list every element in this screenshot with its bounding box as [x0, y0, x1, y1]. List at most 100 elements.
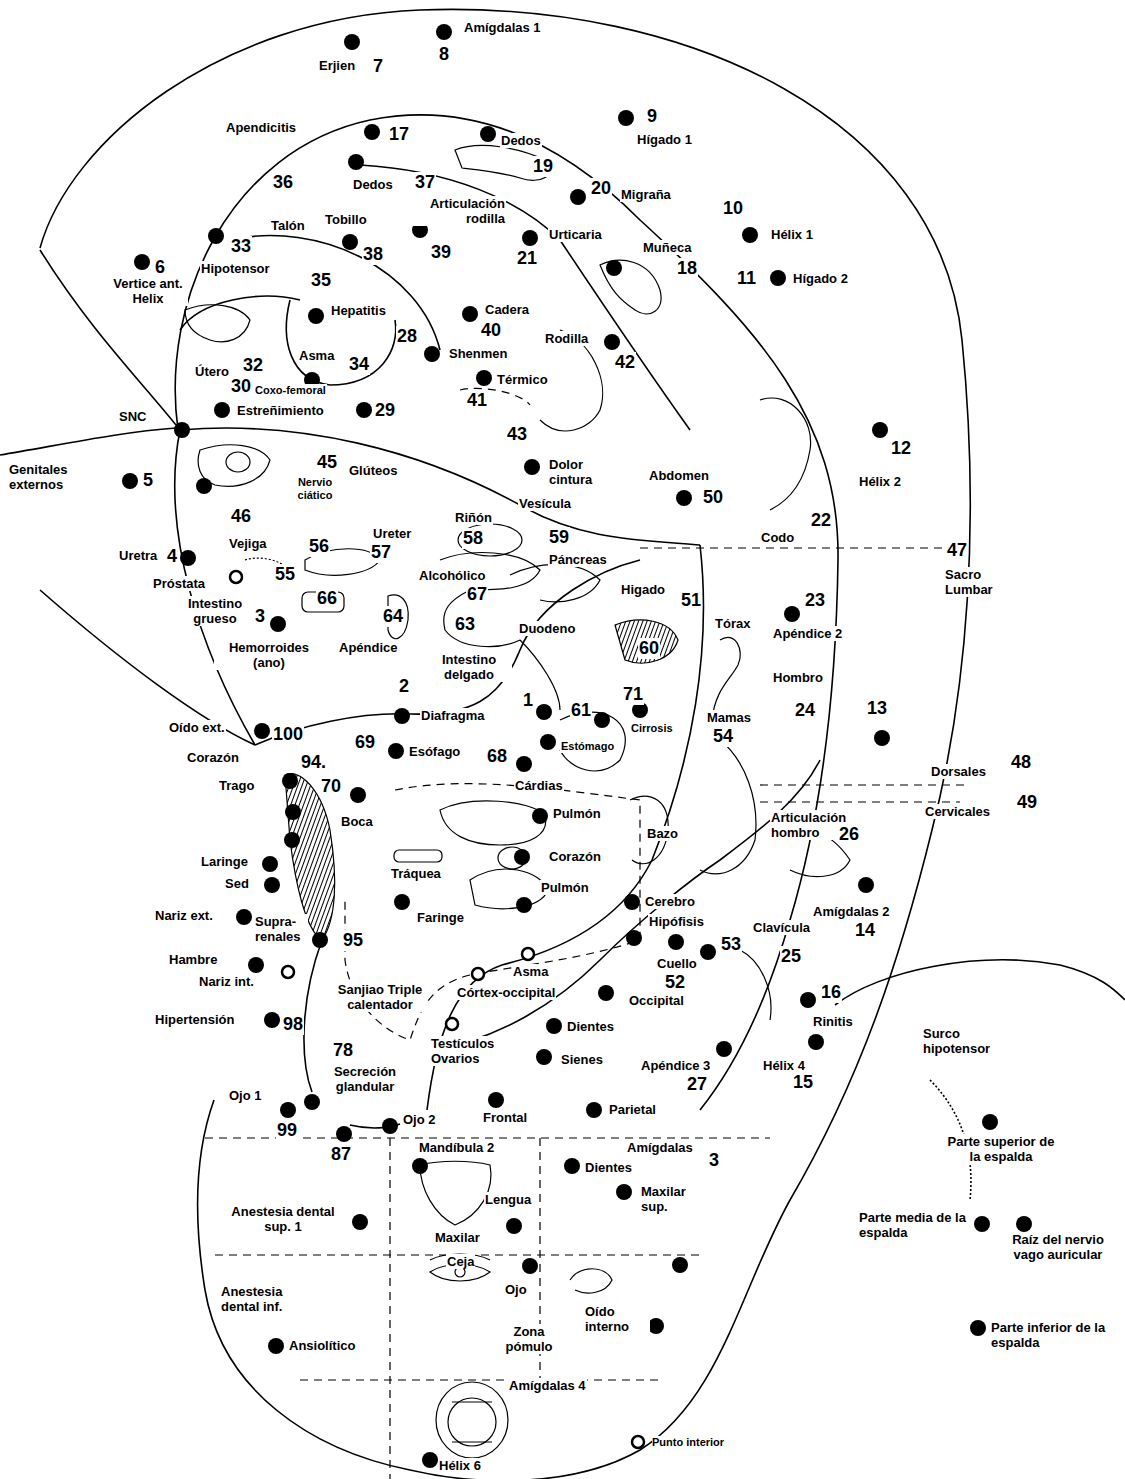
point-label: Hipotensor — [200, 261, 271, 276]
point-label: Muñeca — [642, 240, 692, 255]
circle-shape — [284, 832, 300, 848]
circle-shape — [676, 490, 692, 506]
point-label: Rodilla — [544, 331, 589, 346]
circle-shape — [770, 270, 786, 286]
point-label: Vejiga — [228, 536, 268, 551]
point-label: Secreción glandular — [322, 1064, 408, 1094]
point-label: SNC — [118, 409, 147, 424]
path-shape — [175, 115, 838, 1110]
callout-number: 10 — [722, 198, 744, 219]
point-label: Ansiolítico — [288, 1338, 356, 1353]
circle-shape — [604, 334, 620, 350]
point-label: Útero — [194, 364, 230, 379]
callout-number: 47 — [946, 540, 968, 561]
callout-number: 71 — [622, 684, 644, 705]
circle-shape — [570, 189, 586, 205]
point-label: Urticaria — [548, 227, 603, 242]
point-label: Dientes — [584, 1160, 633, 1175]
path-shape — [440, 801, 546, 845]
circle-shape — [280, 1102, 296, 1118]
point-label: Apéndice — [338, 640, 399, 655]
path-shape — [360, 165, 690, 430]
path-shape — [304, 940, 322, 1092]
path-shape — [520, 640, 560, 710]
callout-number: 53 — [720, 934, 742, 955]
point-label: Asma — [512, 964, 549, 979]
point-label: Occipital — [628, 993, 685, 1008]
circle-shape — [800, 992, 816, 1008]
callout-number: 42 — [614, 352, 636, 373]
circle-shape — [264, 1012, 280, 1028]
path-shape — [470, 869, 548, 909]
point-label: Hipertensión — [154, 1012, 235, 1027]
point-label: Boca — [340, 814, 374, 829]
point-label: Anestesia dental sup. 1 — [220, 1204, 346, 1234]
circle-shape — [522, 230, 538, 246]
path-shape — [185, 305, 250, 342]
callout-number: 1 — [522, 690, 534, 711]
callout-number: 39 — [430, 242, 452, 263]
callout-number: 14 — [854, 920, 876, 941]
interior-points — [230, 571, 644, 1448]
point-label: Ojo 2 — [402, 1112, 437, 1127]
callout-number: 37 — [414, 172, 436, 193]
point-label: Vesícula — [518, 496, 572, 511]
point-label: Ceja — [446, 1254, 475, 1269]
circle-shape — [506, 1218, 522, 1234]
callout-number: 59 — [548, 527, 570, 548]
circle-shape — [282, 966, 294, 978]
path-shape — [540, 330, 603, 431]
point-label: Alcohólico — [418, 568, 486, 583]
callout-number: 38 — [362, 244, 384, 265]
point-label: Nariz int. — [198, 974, 255, 989]
callout-number: 15 — [792, 1072, 814, 1093]
callout-number: 60 — [638, 638, 660, 659]
point-label: Corazón — [548, 849, 602, 864]
point-label: Coxo-femoral — [254, 384, 327, 397]
circle-shape — [356, 402, 372, 418]
point-label: Faringe — [416, 910, 465, 925]
circle-shape — [974, 1216, 990, 1232]
callout-number: 41 — [466, 390, 488, 411]
circle-shape — [312, 932, 328, 948]
ear-outline — [0, 9, 1125, 1479]
point-label: Shenmen — [448, 346, 509, 361]
callout-number: 78 — [332, 1040, 354, 1061]
circle-shape — [524, 459, 540, 475]
circle-shape — [134, 254, 150, 270]
circle-shape — [594, 712, 610, 728]
path-shape — [740, 950, 771, 1020]
point-label: Zona pómulo — [496, 1324, 562, 1354]
point-label: Oído ext. — [168, 720, 226, 735]
circle-shape — [422, 1452, 438, 1468]
circle-shape — [586, 1102, 602, 1118]
circle-shape — [1016, 1216, 1032, 1232]
circle-shape — [230, 571, 242, 583]
path-shape — [420, 1161, 491, 1225]
callout-number: 49 — [1016, 792, 1038, 813]
point-dots — [122, 24, 1032, 1468]
callout-number: 12 — [890, 438, 912, 459]
path-shape — [700, 740, 756, 874]
circle-shape — [858, 877, 874, 893]
path-shape — [286, 300, 395, 385]
point-label: Apéndice 3 — [640, 1058, 711, 1073]
callout-number: 35 — [310, 270, 332, 291]
circle-shape — [700, 944, 716, 960]
point-label: Testículos Ovarios — [430, 1036, 518, 1066]
point-label: Hígado 1 — [636, 132, 693, 147]
path-shape — [180, 428, 700, 545]
point-label: Bazo — [646, 826, 679, 841]
path-shape — [835, 960, 1125, 1005]
circle-shape — [270, 616, 286, 632]
rect-shape — [394, 850, 442, 862]
callout-number: 68 — [486, 746, 508, 767]
callout-number: 51 — [680, 590, 702, 611]
point-label: Hélix 2 — [858, 474, 902, 489]
circle-shape — [394, 894, 410, 910]
point-label: Ureter — [372, 526, 412, 541]
path-shape — [760, 398, 811, 510]
point-label: Dorsales — [930, 764, 987, 779]
point-label: Trago — [218, 778, 255, 793]
circle-shape — [336, 1126, 352, 1142]
